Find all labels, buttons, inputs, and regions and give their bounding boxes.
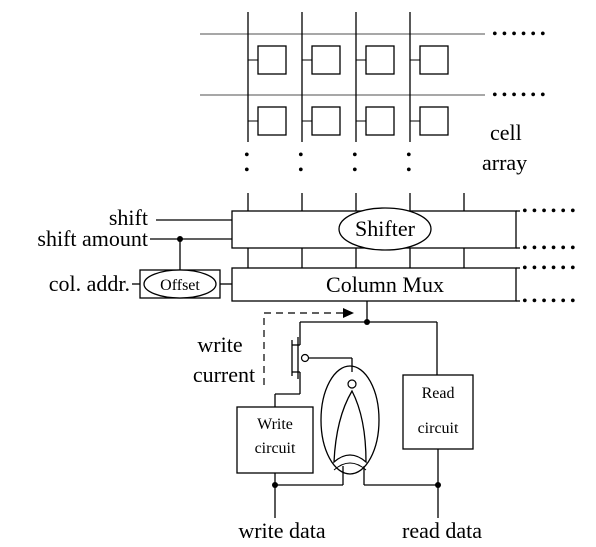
col-addr-label: col. addr. <box>49 271 130 296</box>
cell-array: • • • • • • • • • • • • • • • • • • • • … <box>200 12 546 179</box>
read-circuit-box <box>402 374 474 450</box>
row-continuation-dots: • • • • • • <box>522 260 576 277</box>
cell-row-1 <box>248 45 449 75</box>
io-path: write current Write circuit <box>193 301 482 543</box>
shifter-ellipse <box>338 207 432 251</box>
shift-amount-label: shift amount <box>37 226 148 251</box>
memory-cell <box>257 106 287 136</box>
shifter-block: Shifter • • • • • • • • • • • • shift sh… <box>37 193 576 272</box>
read-data-label: read data <box>402 518 482 543</box>
svg-text:•: • <box>406 147 412 164</box>
read-circuit-label: Read <box>422 385 455 402</box>
shifter-label: Shifter <box>355 216 416 241</box>
column-mux-box <box>231 267 517 302</box>
write-circuit-label: circuit <box>255 440 296 457</box>
cell-row-2 <box>248 106 449 136</box>
row-continuation-dots: • • • • • • <box>492 87 546 104</box>
junction-dot <box>435 482 441 488</box>
column-mux-label: Column Mux <box>326 272 444 297</box>
write-circuit-label: Write <box>257 416 293 433</box>
nor-gate-ellipse <box>320 365 380 475</box>
svg-text:•: • <box>406 162 412 179</box>
nor-gate <box>320 365 380 485</box>
row-continuation-dots: • • • • • • <box>522 203 576 220</box>
memory-cell <box>311 106 341 136</box>
memory-cell <box>365 45 395 75</box>
row-continuation-dots: • • • • • • <box>492 26 546 43</box>
pmos-transistor <box>291 322 353 394</box>
write-current-label: write <box>197 332 242 357</box>
nor-output-bubble <box>347 379 357 389</box>
svg-text:•: • <box>352 162 358 179</box>
offset-ellipse <box>143 269 217 299</box>
memory-cell <box>257 45 287 75</box>
read-circuit-label: circuit <box>418 420 459 437</box>
memory-cell <box>311 45 341 75</box>
svg-text:•: • <box>244 162 250 179</box>
gate-bubble <box>300 353 310 363</box>
row-continuation-dots: • • • • • • <box>522 293 576 310</box>
nor-gate-body <box>333 389 367 464</box>
offset-label: Offset <box>160 277 200 294</box>
svg-text:•: • <box>298 147 304 164</box>
write-current-label: current <box>193 362 255 387</box>
memory-cell <box>365 106 395 136</box>
shift-label: shift <box>109 205 148 230</box>
svg-text:•: • <box>244 147 250 164</box>
svg-text:•: • <box>298 162 304 179</box>
cell-array-label: cell <box>490 120 522 145</box>
column-mux-block: Column Mux • • • • • • • • • • • • Offse… <box>49 260 576 310</box>
write-data-label: write data <box>238 518 326 543</box>
write-current-arrowhead <box>343 308 354 318</box>
svg-text:•: • <box>352 147 358 164</box>
nor-gate-back <box>333 462 367 471</box>
memory-cell <box>419 45 449 75</box>
row-continuation-dots: • • • • • • <box>522 240 576 257</box>
cell-array-label: array <box>482 150 527 175</box>
write-current-arrow <box>263 312 345 385</box>
column-continuation-dots: • • • • • • • • <box>244 147 412 179</box>
memory-cell <box>419 106 449 136</box>
